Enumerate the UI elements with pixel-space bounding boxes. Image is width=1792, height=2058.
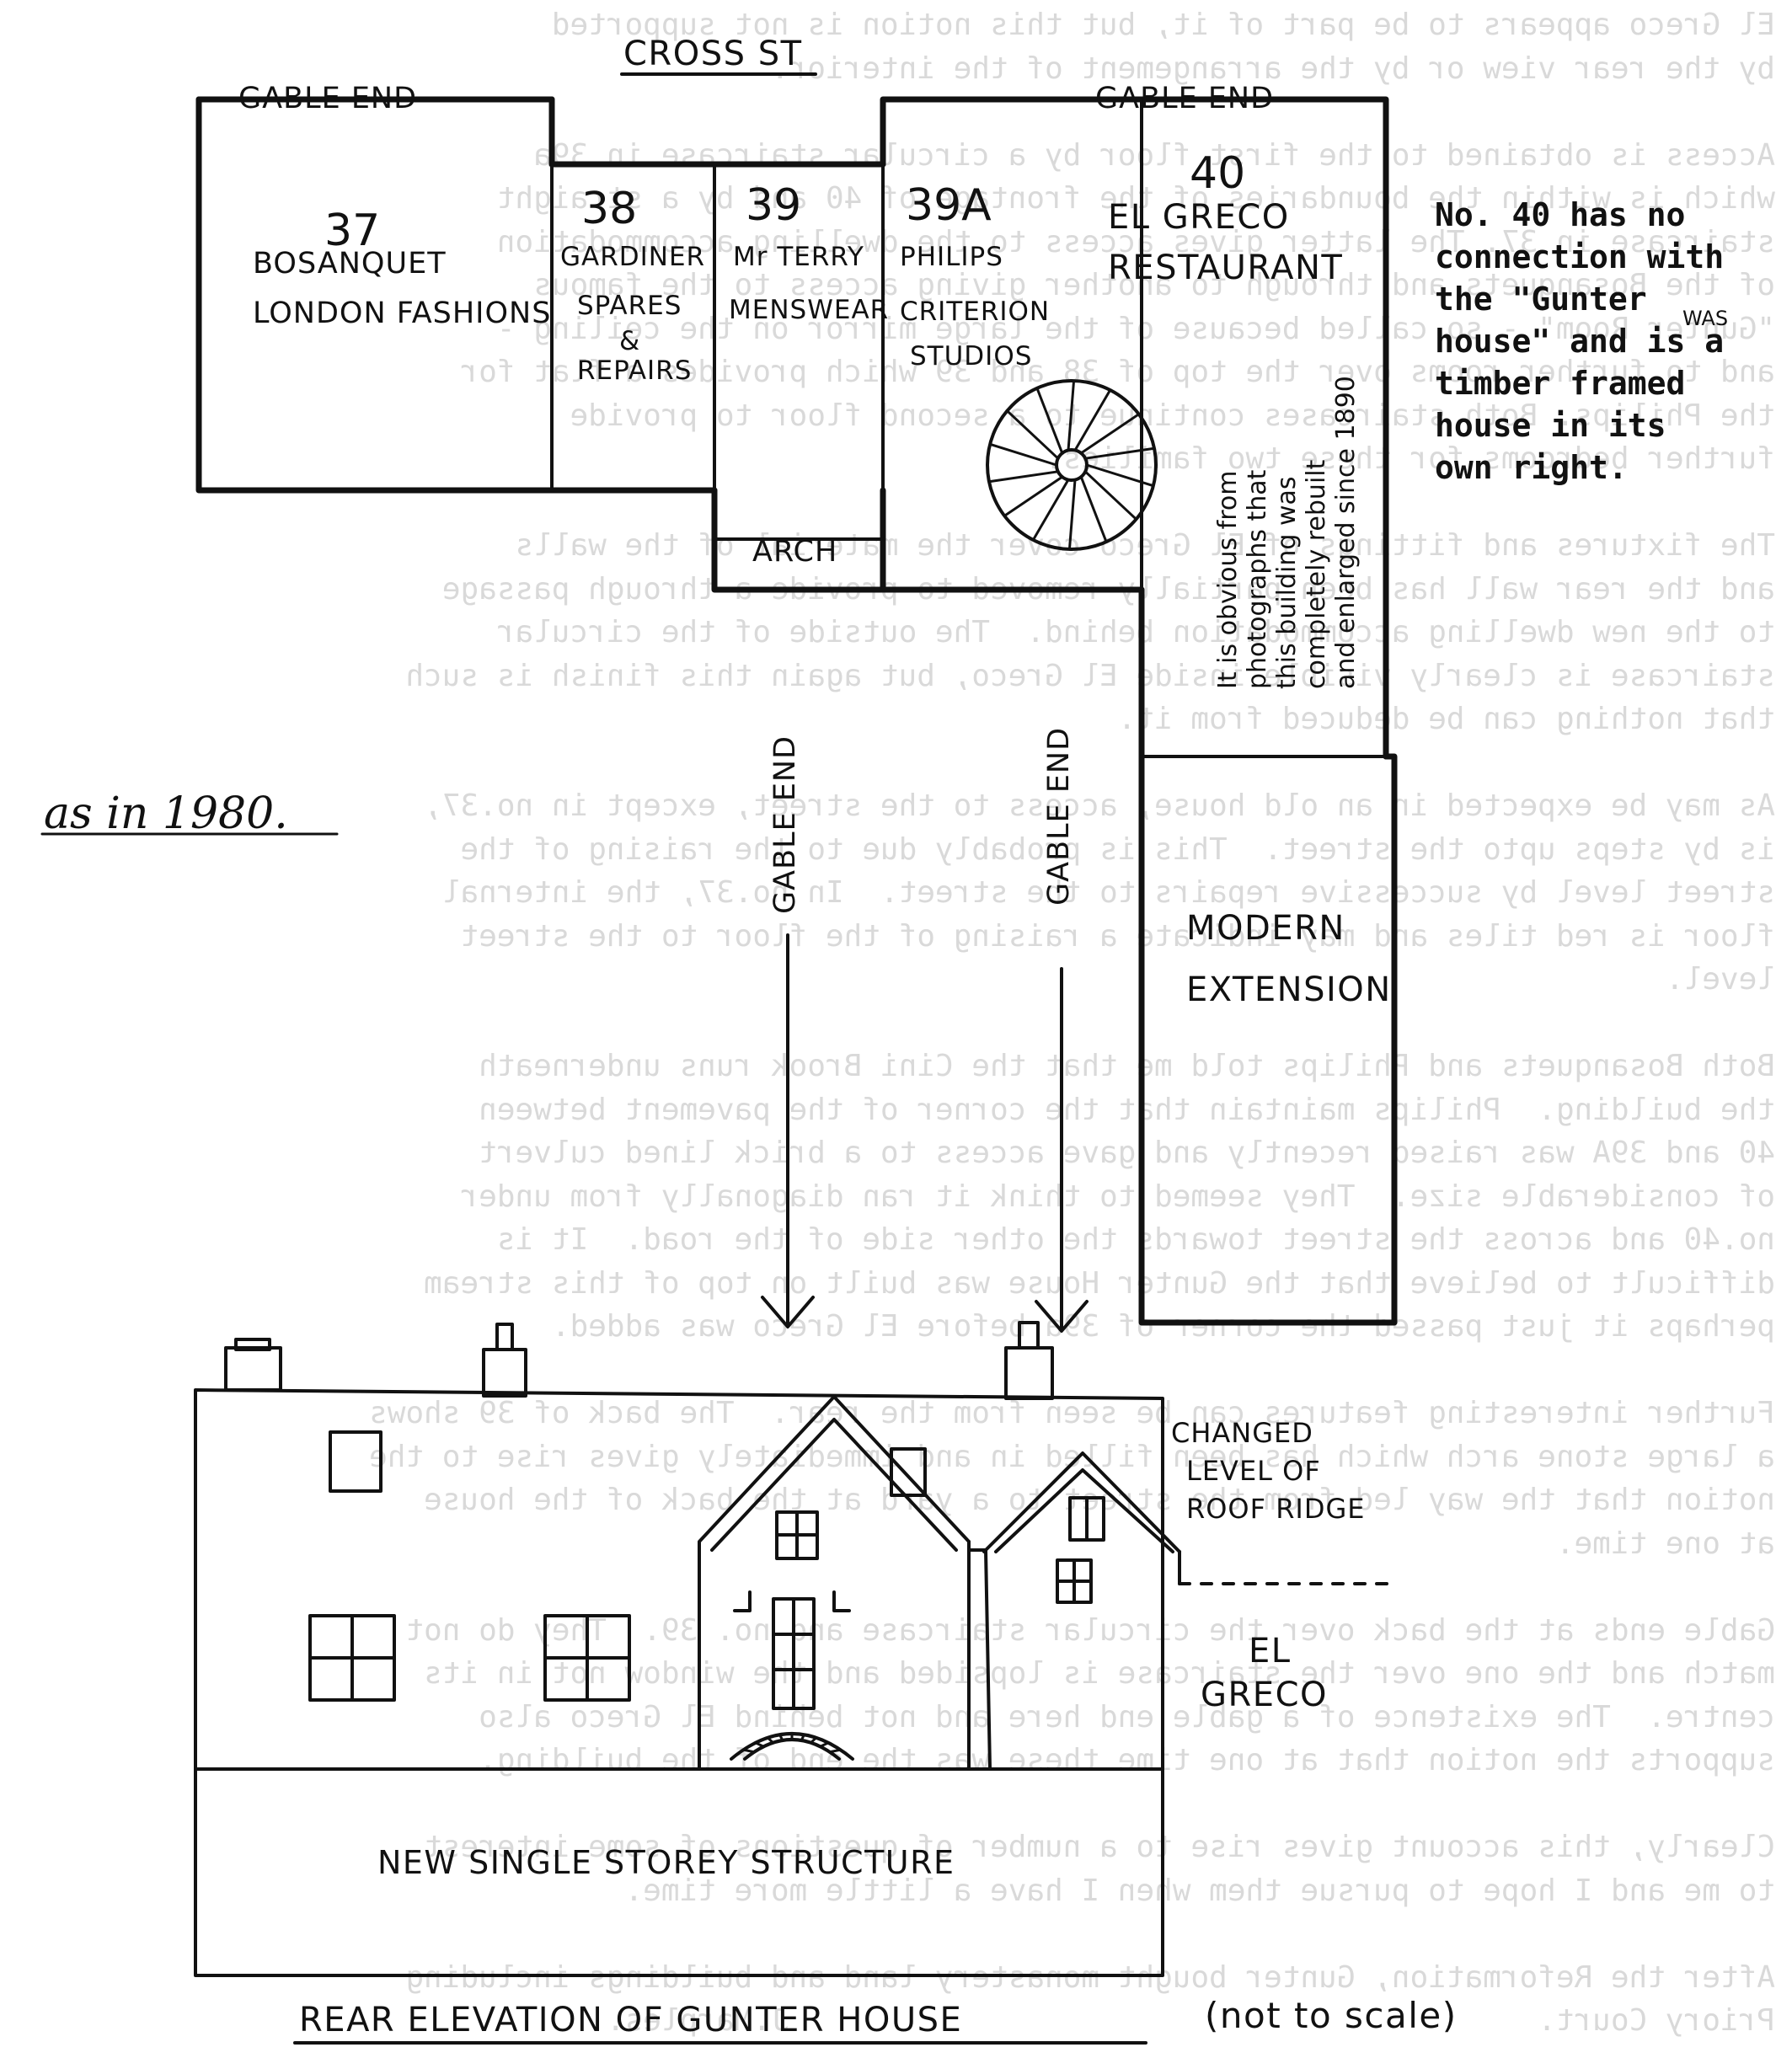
unit-37-number: 37 xyxy=(324,206,381,256)
stair-tread xyxy=(1073,388,1112,452)
side-note-line: house" and is a xyxy=(1435,323,1725,360)
arch-bricks xyxy=(741,1732,843,1754)
stair-tread xyxy=(1079,475,1108,543)
unit-38-amp: & xyxy=(619,326,641,356)
unit-38-repairs: REPAIRS xyxy=(577,355,693,386)
arch-brick xyxy=(766,1736,775,1745)
rebuilt-note-line: this building was xyxy=(1272,476,1302,689)
stair-tread xyxy=(987,470,1060,484)
unit-39a-use: CRITERION xyxy=(900,297,1051,327)
scale-note: (not to scale) xyxy=(1205,1995,1458,2036)
unit-39a-number: 39A xyxy=(906,180,992,231)
unit-39-number: 39 xyxy=(746,180,802,231)
new-structure-label: NEW SINGLE STOREY STRUCTURE xyxy=(377,1844,955,1881)
unit-39-use: MENSWEAR xyxy=(729,295,890,325)
stair-tread xyxy=(1083,470,1138,521)
stair-tread xyxy=(1035,387,1064,455)
stair-tread xyxy=(1083,446,1156,460)
modern-extension-label-2: EXTENSION xyxy=(1186,970,1392,1009)
stair-tread xyxy=(1079,413,1141,455)
changed-level-line-3: ROOF RIDGE xyxy=(1186,1493,1366,1525)
rebuilt-note-line: photographs that xyxy=(1243,469,1272,689)
unit-37-use: LONDON FASHIONS xyxy=(253,297,552,330)
gable-arrow-right xyxy=(1035,967,1089,1333)
side-note-line: own right. xyxy=(1435,449,1628,486)
side-note: No. 40 has no connection with the "Gunte… xyxy=(1435,194,1724,489)
unit-37-name: BOSANQUET xyxy=(253,247,447,281)
stair-treads xyxy=(987,379,1156,551)
side-note-line: house in its xyxy=(1435,407,1666,444)
rebuilt-note-line: completely rebuilt xyxy=(1302,459,1331,689)
side-note-line: No. 40 has no xyxy=(1435,196,1686,233)
plan-partitions xyxy=(550,98,1396,758)
gable-end-label-left: GABLE END xyxy=(238,82,418,115)
unit-40-name: EL GRECO xyxy=(1108,198,1290,237)
unit-38-number: 38 xyxy=(581,184,638,234)
stair-tread xyxy=(1031,478,1070,542)
stair-tread xyxy=(1067,478,1077,551)
unit-38-use: SPARES xyxy=(577,291,682,321)
rebuilt-note-line: It is obvious from xyxy=(1213,470,1243,689)
gable-end-label-right: GABLE END xyxy=(1095,82,1275,115)
arch-brick xyxy=(741,1748,756,1754)
arch-brick xyxy=(778,1733,784,1742)
gable-end-vertical-right: GABLE END xyxy=(1042,726,1076,906)
arch-brick xyxy=(800,1733,805,1742)
elevation-windows xyxy=(308,1430,927,1702)
changed-level-line-1: CHANGED xyxy=(1171,1417,1313,1449)
changed-level-line-2: LEVEL OF xyxy=(1186,1455,1321,1487)
gable-arrow-left xyxy=(761,933,815,1328)
side-note-line: timber framed xyxy=(1435,365,1686,402)
unit-40-number: 40 xyxy=(1190,148,1246,199)
unit-40-use: RESTAURANT xyxy=(1108,249,1344,287)
elevation-outline xyxy=(194,1388,1164,1977)
chimneys xyxy=(224,1321,1054,1400)
ridge-change-lines xyxy=(1161,1414,1396,1585)
elevation-title: REAR ELEVATION OF GUNTER HOUSE xyxy=(299,2001,963,2039)
as-in-1980: as in 1980. xyxy=(44,788,288,839)
stair-tread xyxy=(1005,409,1060,460)
stair-tread xyxy=(988,442,1058,467)
unit-39a-name: PHILIPS xyxy=(900,242,1003,272)
arch-brick xyxy=(828,1748,843,1754)
el-greco-elevation-1: EL xyxy=(1249,1632,1292,1670)
arch-brick xyxy=(754,1741,765,1748)
unit-38-name: GARDINER xyxy=(560,242,706,272)
el-greco-elevation-2: GRECO xyxy=(1201,1676,1328,1714)
side-note-line: the "Gunter xyxy=(1435,281,1647,318)
side-note-line: connection with xyxy=(1435,238,1725,275)
stair-tread xyxy=(1085,463,1155,488)
unit-39-name: Mr TERRY xyxy=(733,242,864,272)
gable-windows xyxy=(775,1496,1105,1604)
stair-tread xyxy=(1003,475,1064,517)
rebuilt-note-line: and enlarged since 1890 xyxy=(1331,376,1361,689)
arch-brick xyxy=(809,1736,818,1745)
gable-end-vertical-left: GABLE END xyxy=(768,735,802,914)
arch-brick xyxy=(819,1741,830,1748)
arch-label: ARCH xyxy=(752,535,838,569)
stair-tread xyxy=(1067,379,1076,452)
modern-extension-label-1: MODERN xyxy=(1186,909,1345,948)
gabled-section xyxy=(698,1395,1181,1771)
rebuilt-note: It is obvious from photographs that this… xyxy=(1213,376,1361,689)
street-name: CROSS ST xyxy=(623,35,803,73)
inserted-word: WAS xyxy=(1682,307,1729,330)
unit-39a-extra: STUDIOS xyxy=(910,341,1033,372)
